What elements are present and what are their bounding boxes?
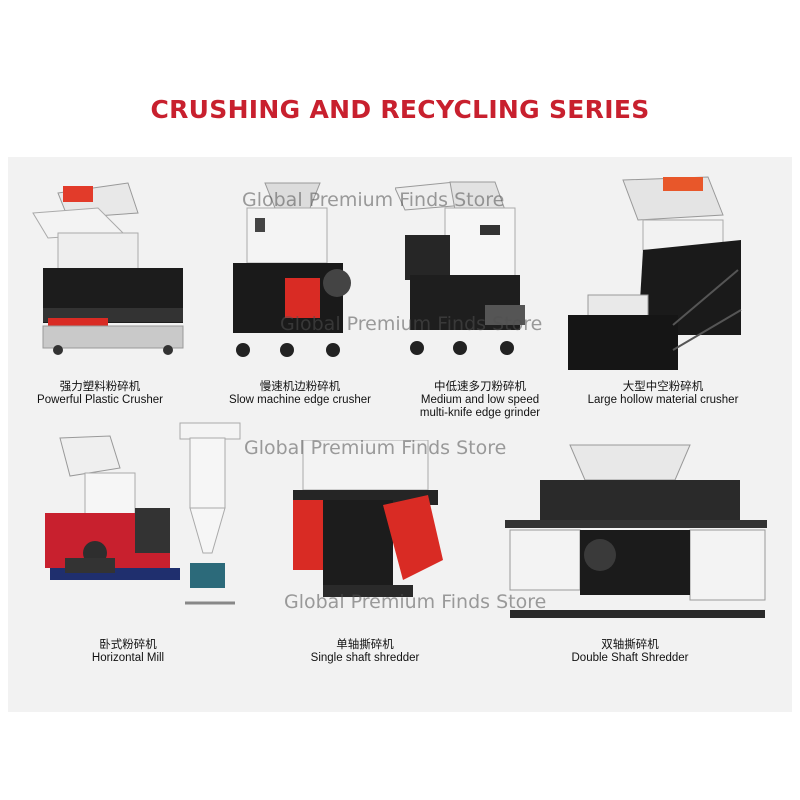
- double-shaft-shredder-image: [505, 444, 767, 618]
- powerful-plastic-crusher-image: [32, 182, 184, 355]
- caption-large-hollow-material-crusher: 大型中空粉碎机 Large hollow material crusher: [570, 381, 756, 407]
- caption-en: Large hollow material crusher: [587, 394, 739, 406]
- caption-en: Single shaft shredder: [310, 652, 420, 664]
- caption-multi-knife-edge-grinder: 中低速多刀粉碎机 Medium and low speed multi-knif…: [395, 381, 565, 420]
- page-title: CRUSHING AND RECYCLING SERIES: [150, 95, 650, 124]
- caption-en: Medium and low speed: [420, 394, 540, 406]
- product-multi-knife-edge-grinder[interactable]: [395, 180, 535, 365]
- caption-single-shaft-shredder: 单轴撕碎机 Single shaft shredder: [280, 639, 450, 665]
- caption-zh: 单轴撕碎机: [336, 639, 394, 651]
- caption-en: Double Shaft Shredder: [571, 652, 689, 664]
- product-slow-machine-edge-crusher[interactable]: [225, 178, 355, 363]
- caption-zh: 双轴撕碎机: [601, 639, 659, 651]
- caption-zh: 卧式粉碎机: [99, 639, 157, 651]
- caption-zh: 强力塑料粉碎机: [59, 381, 141, 393]
- caption-zh: 中低速多刀粉碎机: [434, 381, 526, 393]
- multi-knife-edge-grinder-image: [395, 181, 525, 355]
- caption-powerful-plastic-crusher: 强力塑料粉碎机 Powerful Plastic Crusher: [15, 381, 185, 407]
- product-large-hollow-material-crusher[interactable]: [563, 175, 748, 375]
- caption-zh: 大型中空粉碎机: [622, 381, 704, 393]
- large-hollow-material-crusher-image: [568, 176, 742, 370]
- caption-zh: 慢速机边粉碎机: [259, 381, 341, 393]
- single-shaft-shredder-image: [293, 440, 443, 597]
- caption-en: Horizontal Mill: [91, 652, 165, 664]
- slow-machine-edge-crusher-image: [233, 182, 351, 357]
- caption-en: Powerful Plastic Crusher: [37, 394, 163, 406]
- horizontal-mill-image: [45, 422, 241, 605]
- caption-double-shaft-shredder: 双轴撕碎机 Double Shaft Shredder: [545, 639, 715, 665]
- caption-horizontal-mill: 卧式粉碎机 Horizontal Mill: [43, 639, 213, 665]
- caption-en-line2: multi-knife edge grinder: [419, 407, 541, 419]
- caption-en: Slow machine edge crusher: [229, 394, 371, 406]
- product-powerful-plastic-crusher[interactable]: [28, 178, 198, 358]
- caption-slow-machine-edge-crusher: 慢速机边粉碎机 Slow machine edge crusher: [215, 381, 385, 407]
- product-double-shaft-shredder[interactable]: [500, 440, 772, 622]
- product-horizontal-mill[interactable]: [40, 418, 245, 613]
- product-single-shaft-shredder[interactable]: [288, 440, 448, 615]
